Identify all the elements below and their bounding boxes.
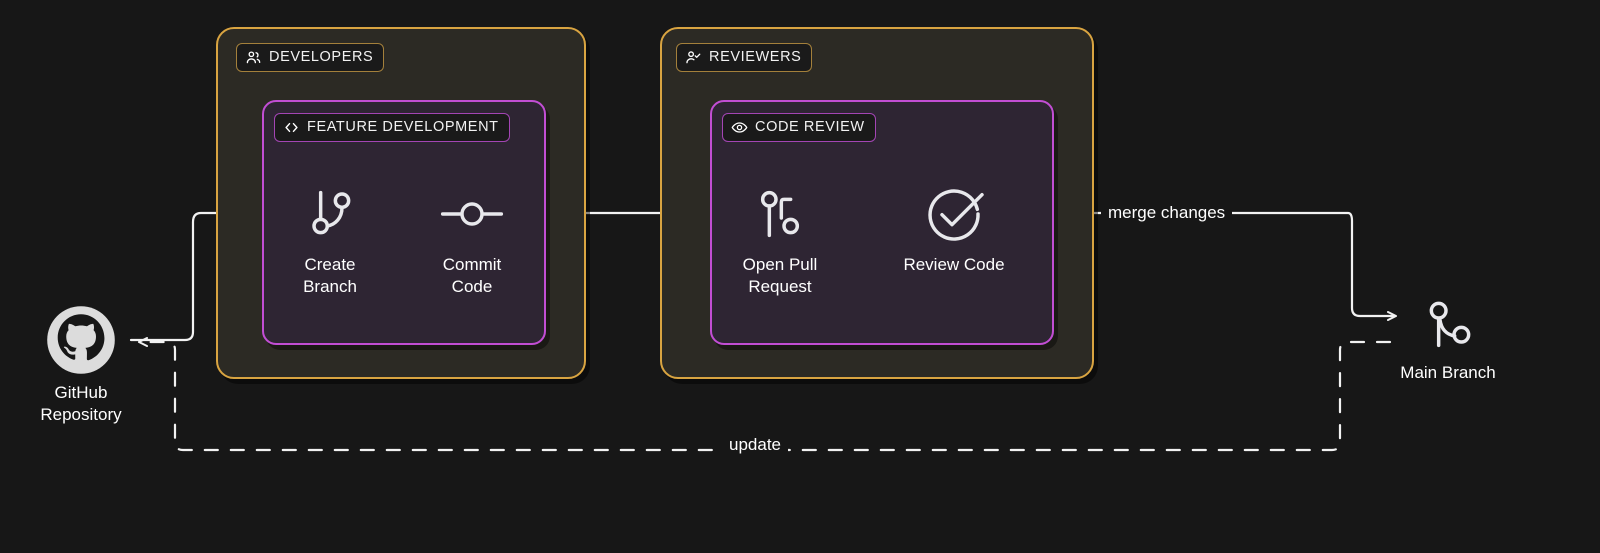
edge-label-update: update <box>722 435 788 456</box>
subgroup-label-code-review: CODE REVIEW <box>722 113 876 142</box>
node-github-repository[interactable]: GitHub Repository <box>0 304 191 426</box>
group-label-text: REVIEWERS <box>709 49 802 66</box>
users-icon <box>245 49 262 66</box>
edge-label-merge-changes: merge changes <box>1101 203 1233 224</box>
subgroup-label-text: FEATURE DEVELOPMENT <box>307 119 499 136</box>
node-open-pull-request[interactable]: Open Pull Request <box>695 182 865 298</box>
node-label-line2: Branch <box>303 276 357 296</box>
group-reviewers[interactable]: REVIEWERS CODE REVIEW <box>660 27 1094 379</box>
node-label-line1: Commit <box>442 255 502 274</box>
code-brackets-icon <box>283 119 300 136</box>
node-label-line2: Request <box>748 276 812 296</box>
node-label: Create Branch <box>303 254 357 298</box>
node-label: Commit Code <box>443 254 502 298</box>
eye-icon <box>731 119 748 136</box>
git-branch-icon <box>298 182 362 246</box>
subgroup-code-review[interactable]: CODE REVIEW <box>710 100 1054 345</box>
subgroup-label-feature-development: FEATURE DEVELOPMENT <box>274 113 510 142</box>
subgroup-label-text: CODE REVIEW <box>755 119 865 136</box>
node-label: GitHub Repository <box>40 382 121 426</box>
node-label: Review Code <box>903 254 1004 276</box>
node-commit-code[interactable]: Commit Code <box>387 182 557 298</box>
user-check-icon <box>685 49 702 66</box>
node-label-line1: Create <box>304 255 356 274</box>
group-developers[interactable]: DEVELOPERS FEATURE DEVELOPMENT <box>216 27 586 379</box>
node-label: Open Pull Request <box>743 254 818 298</box>
node-label-line1: Open Pull <box>742 255 818 274</box>
check-circle-icon <box>922 182 986 246</box>
group-label-reviewers: REVIEWERS <box>676 43 813 72</box>
git-commit-icon <box>440 182 504 246</box>
node-create-branch[interactable]: Create Branch <box>245 182 415 298</box>
node-label-line1: GitHub <box>54 383 108 402</box>
node-label-line1: Main Branch <box>1400 363 1496 382</box>
node-label-line2: Repository <box>40 404 122 424</box>
subgroup-feature-development[interactable]: FEATURE DEVELOPMENT <box>262 100 546 345</box>
git-pull-request-icon <box>748 182 812 246</box>
git-branch-icon <box>1416 292 1480 356</box>
node-label: Main Branch <box>1400 362 1495 384</box>
group-label-text: DEVELOPERS <box>269 49 374 66</box>
node-main-branch[interactable]: Main Branch <box>1363 292 1533 384</box>
node-label-line2: Code <box>451 276 493 296</box>
group-label-developers: DEVELOPERS <box>236 43 385 72</box>
github-logo-icon <box>45 304 117 376</box>
node-review-code[interactable]: Review Code <box>869 182 1039 276</box>
node-label-line1: Review Code <box>903 255 1005 274</box>
